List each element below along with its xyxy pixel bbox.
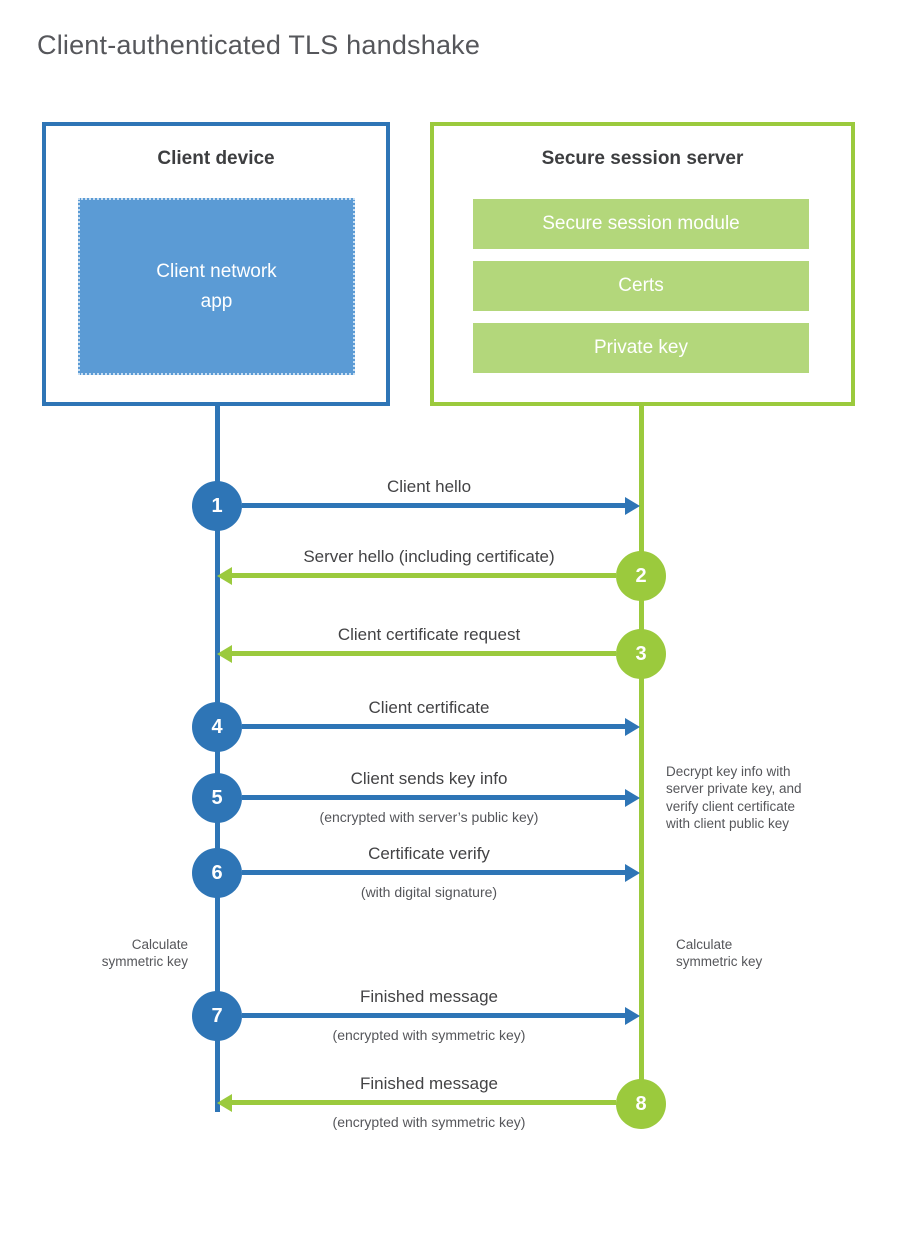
step-8-arrowhead-left-icon bbox=[217, 1094, 232, 1112]
step-5-sublabel: (encrypted with server’s public key) bbox=[319, 809, 539, 825]
step-1-badge: 1 bbox=[192, 481, 242, 531]
step-6-badge: 6 bbox=[192, 848, 242, 898]
server-certs-bar: Certs bbox=[473, 261, 809, 311]
step-8-sublabel: (encrypted with symmetric key) bbox=[332, 1114, 526, 1130]
step-5-arrow-line bbox=[242, 795, 626, 800]
server-lifeline bbox=[639, 404, 644, 1106]
client-lifeline bbox=[215, 404, 220, 1112]
decrypt-note: Decrypt key info with server private key… bbox=[666, 764, 802, 831]
page-title: Client-authenticated TLS handshake bbox=[37, 30, 481, 60]
step-5-label: Client sends key info bbox=[350, 769, 508, 788]
step-2-arrowhead-left-icon bbox=[217, 567, 232, 585]
calculate-symmetric-key-note-server: Calculate symmetric key bbox=[676, 937, 763, 970]
step-7-arrow-line bbox=[242, 1013, 626, 1018]
step-2-badge: 2 bbox=[616, 551, 666, 601]
step-6-arrow-line bbox=[242, 870, 626, 875]
step-7-badge: 7 bbox=[192, 991, 242, 1041]
step-8-label: Finished message bbox=[360, 1074, 498, 1093]
step-3-label: Client certificate request bbox=[337, 625, 521, 644]
step-2-label: Server hello (including certificate) bbox=[303, 547, 555, 566]
server-title: Secure session server bbox=[541, 148, 744, 169]
step-3-arrow-line bbox=[232, 651, 616, 656]
step-4-label: Client certificate bbox=[368, 698, 490, 717]
step-7-label: Finished message bbox=[360, 987, 498, 1006]
step-5-badge: 5 bbox=[192, 773, 242, 823]
step-1-arrowhead-right-icon bbox=[625, 497, 640, 515]
step-3-arrowhead-left-icon bbox=[217, 645, 232, 663]
client-network-app-box: Client network app bbox=[78, 198, 355, 375]
calculate-symmetric-key-note-client: Calculate symmetric key bbox=[101, 937, 188, 970]
step-8-arrow-line bbox=[232, 1100, 616, 1105]
step-4-arrowhead-right-icon bbox=[625, 718, 640, 736]
server-module-bar: Secure session module bbox=[473, 199, 809, 249]
step-1-label: Client hello bbox=[386, 477, 472, 496]
step-2-arrow-line bbox=[232, 573, 616, 578]
client-device-title: Client device bbox=[157, 148, 275, 169]
step-1-arrow-line bbox=[242, 503, 626, 508]
server-private-key-bar: Private key bbox=[473, 323, 809, 373]
step-5-arrowhead-right-icon bbox=[625, 789, 640, 807]
step-4-arrow-line bbox=[242, 724, 626, 729]
step-7-arrowhead-right-icon bbox=[625, 1007, 640, 1025]
step-3-badge: 3 bbox=[616, 629, 666, 679]
step-6-arrowhead-right-icon bbox=[625, 864, 640, 882]
step-6-label: Certificate verify bbox=[368, 844, 490, 863]
step-6-sublabel: (with digital signature) bbox=[360, 884, 498, 900]
step-8-badge: 8 bbox=[616, 1079, 666, 1129]
step-4-badge: 4 bbox=[192, 702, 242, 752]
step-7-sublabel: (encrypted with symmetric key) bbox=[332, 1027, 526, 1043]
